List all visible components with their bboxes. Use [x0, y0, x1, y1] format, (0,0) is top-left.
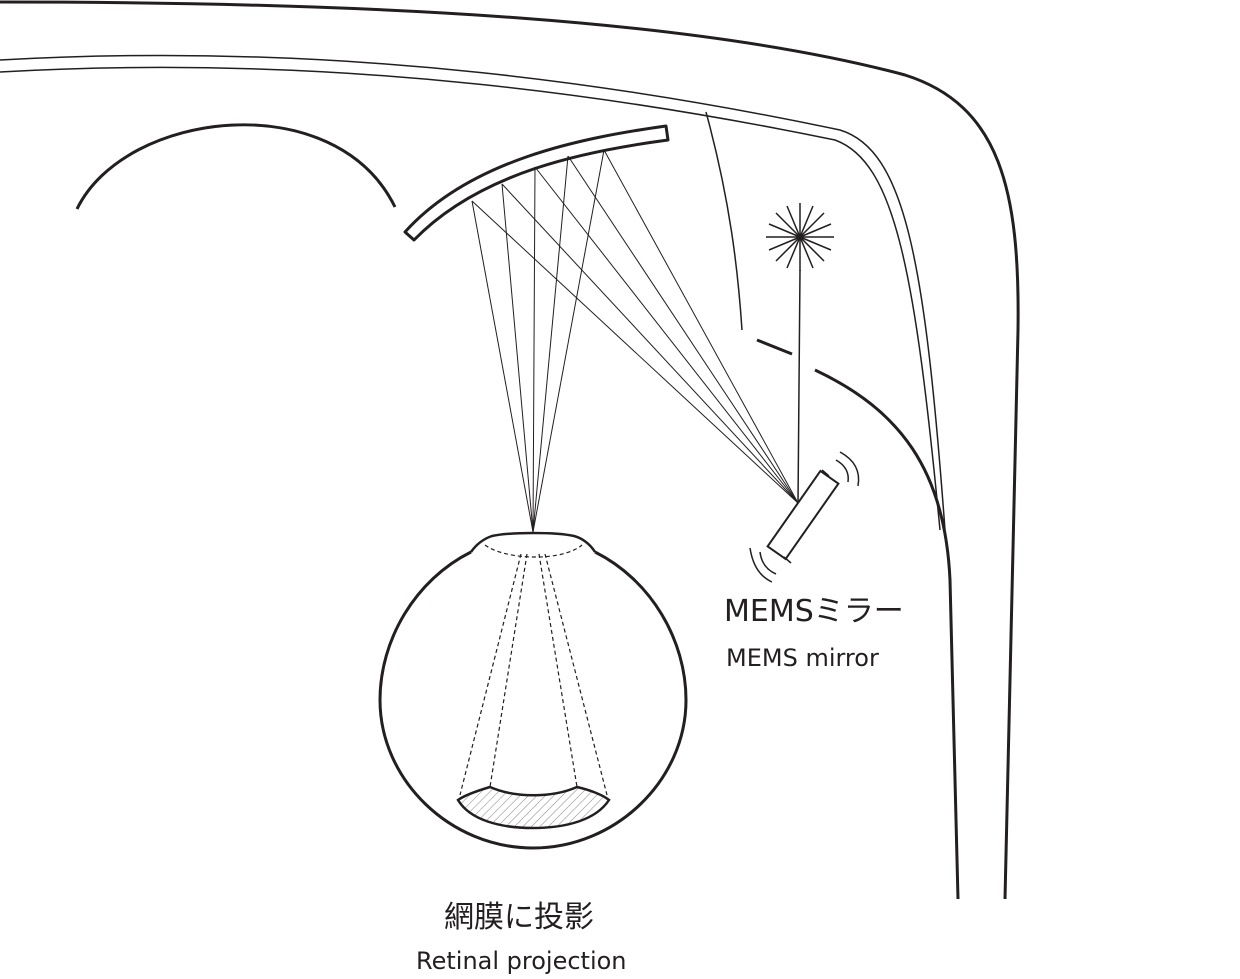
mems-mirror-icon: [749, 451, 860, 583]
retina-projection-area: [456, 785, 611, 830]
curved-combiner: [403, 124, 670, 242]
visor-outer-line: [0, 54, 946, 531]
face-contour-dash: [756, 338, 793, 356]
starburst-icon: [766, 203, 834, 271]
scan-rays: [471, 149, 799, 533]
visor-inner-line: [0, 66, 941, 531]
eyeball-icon: [378, 531, 688, 850]
cornea-dashed: [484, 544, 583, 558]
head-outline: [0, 0, 1020, 900]
source-beam: [797, 269, 801, 504]
retinal-projection-label-jp: 網膜に投影: [444, 900, 594, 935]
mems-mirror-label-jp: MEMSミラー: [724, 594, 904, 629]
face-contour: [814, 368, 960, 900]
left-eye-arc: [75, 123, 397, 210]
retinal-projection-label-en: Retinal projection: [416, 947, 627, 975]
mems-mirror-label-en: MEMS mirror: [726, 644, 879, 672]
thin-divider-curve: [705, 111, 743, 331]
